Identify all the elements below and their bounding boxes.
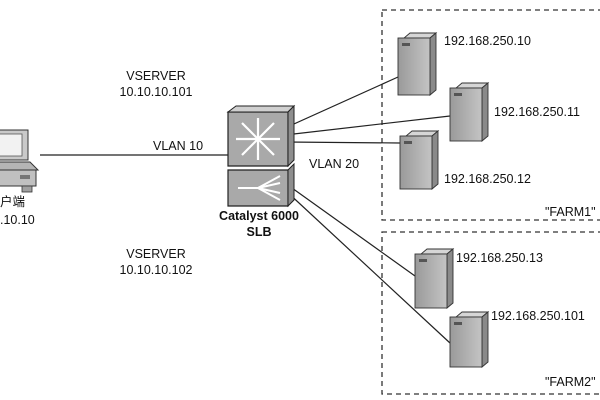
server-ip-label: 192.168.250.13	[456, 251, 543, 265]
server-ip-label: 192.168.250.101	[491, 309, 585, 323]
server-icon-192-168-250-13	[414, 248, 455, 309]
vlan20-label: VLAN 20	[309, 157, 360, 171]
server-ip-label: 192.168.250.12	[444, 172, 531, 186]
switch-role: SLB	[246, 225, 272, 239]
server-ip-label: 192.168.250.10	[444, 34, 531, 48]
catalyst-switch-icon	[226, 104, 296, 208]
link-switch-srv13	[284, 182, 416, 277]
vserver2-title: VSERVER	[126, 247, 186, 261]
farm2-label: "FARM2"	[545, 375, 596, 389]
link-switch-srv11	[284, 115, 451, 136]
farm1-box	[381, 9, 600, 221]
vlan10-label: VLAN 10	[153, 139, 204, 153]
server-ip-label: 192.168.250.11	[494, 105, 580, 119]
link-switch-srv10	[284, 76, 399, 129]
client-ip-label: .10.10	[0, 213, 35, 227]
switch-name: Catalyst 6000	[219, 209, 299, 223]
server-icon-192-168-250-101	[449, 311, 490, 368]
link-switch-srv101	[284, 189, 451, 344]
farm1-label: "FARM1"	[545, 205, 596, 219]
vserver1-ip: 10.10.10.101	[119, 85, 193, 99]
vserver1-title: VSERVER	[126, 69, 186, 83]
server-icon-192-168-250-11	[449, 82, 490, 142]
vserver2-ip: 10.10.10.102	[119, 263, 193, 277]
client-pc-icon	[0, 129, 40, 193]
farm2-box	[381, 231, 600, 395]
server-icon-192-168-250-10	[397, 32, 438, 96]
client-label: 户端	[0, 195, 26, 209]
network-links	[40, 76, 451, 344]
link-switch-srv12	[284, 141, 401, 144]
server-icon-192-168-250-12	[399, 130, 440, 190]
